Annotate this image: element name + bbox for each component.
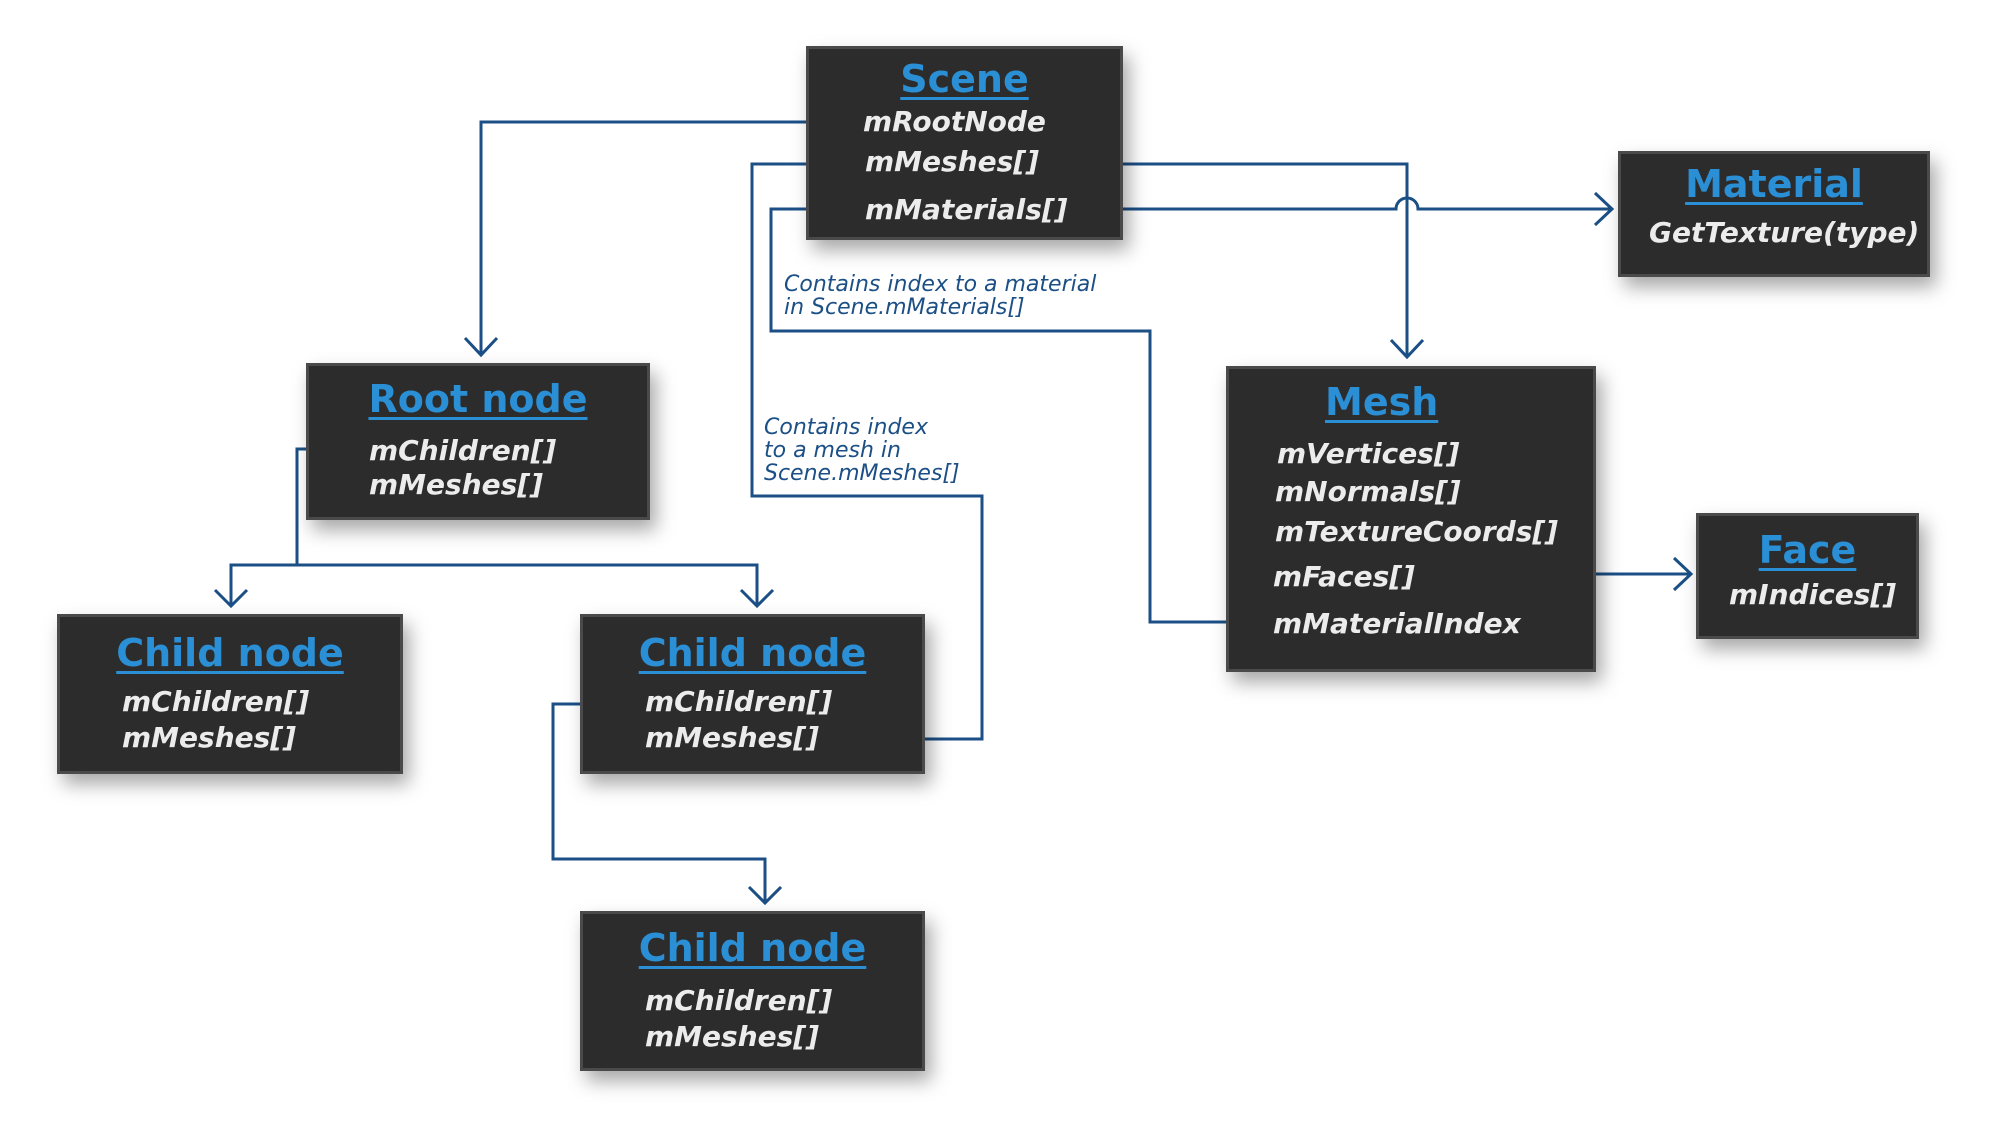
mesh-field-mvertices: mVertices[] <box>1277 437 1460 470</box>
edge-meshes-to-mesh <box>1052 162 1409 357</box>
note-material-index-line-2: in Scene.mMaterials[] <box>784 295 1025 320</box>
root-node-box: Root node mChildren[] mMeshes[] <box>306 363 650 520</box>
face-box: Face mIndices[] <box>1696 513 1919 639</box>
child-node-left-box: Child node mChildren[] mMeshes[] <box>57 614 403 774</box>
child-node-bottom-field-mmeshes: mMeshes[] <box>645 1020 819 1053</box>
mesh-field-mfaces: mFaces[] <box>1273 560 1415 593</box>
note-material-index: Contains index to a material in Scene.mM… <box>784 273 1096 319</box>
edge-materials-to-material <box>1077 196 1612 211</box>
material-field-gettexture: GetTexture(type) <box>1649 216 1920 249</box>
child-node-mid-field-mchildren: mChildren[] <box>645 685 833 718</box>
edge-childmeshes-to-meshes <box>750 162 984 741</box>
scene-field-mmeshes: mMeshes[] <box>865 145 1039 178</box>
edge-materialindex-to-materials <box>769 207 1265 624</box>
child-node-bottom-field-mchildren: mChildren[] <box>645 984 833 1017</box>
scene-box: Scene mRootNode mMeshes[] mMaterials[] <box>806 46 1123 240</box>
face-title: Face <box>1758 528 1857 572</box>
child-node-left-field-mmeshes: mMeshes[] <box>122 721 296 754</box>
child-node-bottom-title: Child node <box>638 926 867 970</box>
note-mesh-index-line-1: Contains index <box>764 415 928 440</box>
mesh-field-mnormals: mNormals[] <box>1275 475 1461 508</box>
arrowhead-child-mid <box>739 588 775 609</box>
arrowhead-mesh <box>1389 338 1425 360</box>
material-title: Material <box>1685 162 1863 206</box>
arrowhead-root <box>463 336 499 358</box>
note-mesh-index-line-2: to a mesh in <box>764 438 901 463</box>
child-node-left-field-mchildren: mChildren[] <box>122 685 310 718</box>
root-node-field-mmeshes: mMeshes[] <box>369 468 543 501</box>
edge-child-children <box>551 702 767 903</box>
face-field-mindices: mIndices[] <box>1729 578 1897 611</box>
edge-root-children-branch <box>229 563 759 606</box>
scene-field-mrootnode: mRootNode <box>863 105 1046 138</box>
arrowhead-child-bottom <box>747 885 783 906</box>
arrowhead-material <box>1593 191 1615 227</box>
scene-title: Scene <box>900 57 1029 101</box>
note-mesh-index-line-3: Scene.mMeshes[] <box>764 461 960 486</box>
mesh-box: Mesh mVertices[] mNormals[] mTextureCoor… <box>1226 366 1596 672</box>
scene-field-mmaterials: mMaterials[] <box>865 193 1068 226</box>
child-node-mid-box: Child node mChildren[] mMeshes[] <box>580 614 925 774</box>
mesh-title: Mesh <box>1325 380 1439 424</box>
edge-rootnode-to-root <box>479 120 860 355</box>
note-material-index-line-1: Contains index to a material <box>784 272 1097 297</box>
arrowhead-face <box>1672 556 1694 592</box>
material-box: Material GetTexture(type) <box>1618 151 1930 277</box>
arrowhead-child-left <box>213 588 249 609</box>
root-node-field-mchildren: mChildren[] <box>369 434 557 467</box>
child-node-bottom-box: Child node mChildren[] mMeshes[] <box>580 911 925 1071</box>
root-node-title: Root node <box>368 377 588 421</box>
note-mesh-index: Contains index to a mesh in Scene.mMeshe… <box>764 416 960 485</box>
child-node-mid-title: Child node <box>638 631 867 675</box>
child-node-mid-field-mmeshes: mMeshes[] <box>645 721 819 754</box>
mesh-field-mtexturecoords: mTextureCoords[] <box>1275 515 1558 548</box>
mesh-field-mmaterialindex: mMaterialIndex <box>1273 607 1521 640</box>
child-node-left-title: Child node <box>116 631 344 675</box>
